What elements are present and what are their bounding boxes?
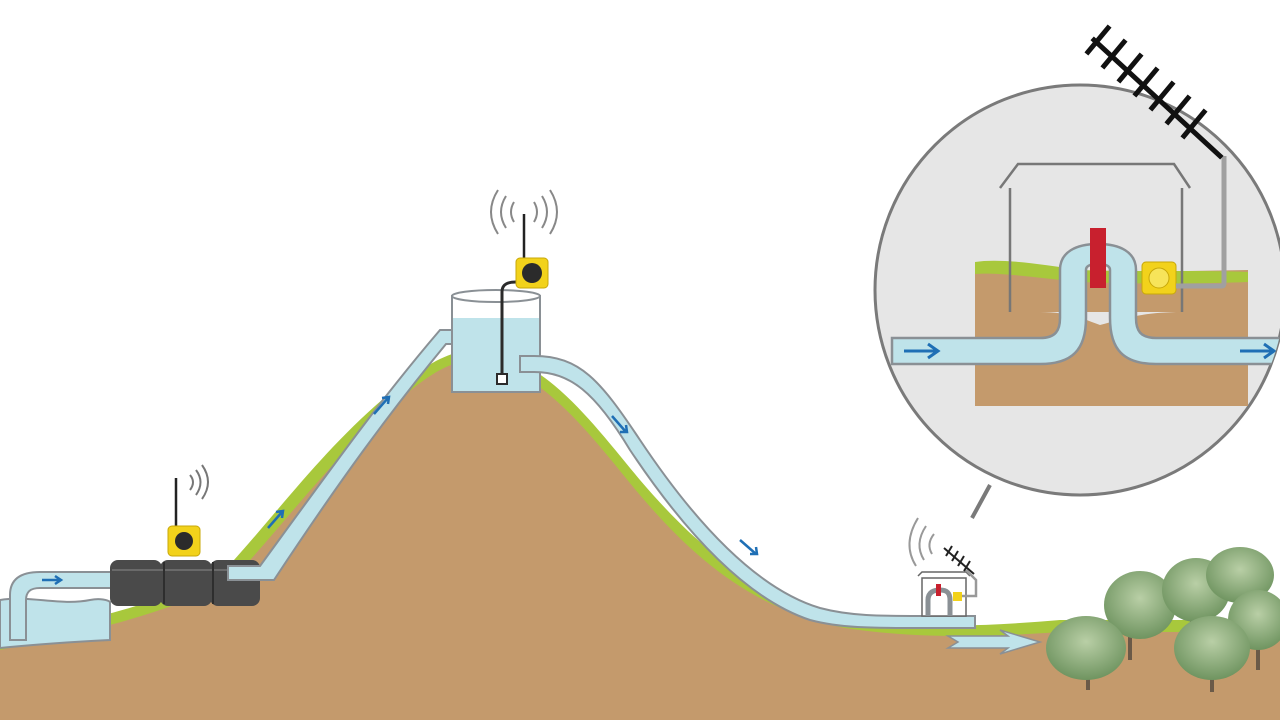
inset-pointer [970,484,992,519]
pump-sensor-icon [167,464,209,557]
tree [1104,571,1176,660]
flow-arrow-icon [904,342,941,360]
flow-arrow-icon [1240,342,1277,360]
valve-detail-inset [873,24,1280,497]
tree [1046,616,1126,690]
yagi-antenna-icon [943,545,975,575]
flow-arrow-icon [42,574,64,586]
water-intake [0,571,116,650]
flow-arrow-icon [373,395,391,415]
wireless-signal-icon [908,517,935,567]
tree [1174,616,1250,692]
water-tank [451,280,541,393]
orchard-trees-icon [1046,547,1280,692]
flow-arrow-icon [611,415,629,434]
yagi-antenna-icon [1084,24,1224,160]
red-valve [1090,228,1106,288]
wireless-signal-icon [189,464,209,500]
valve-station-icon [908,517,978,617]
flow-arrow-icon [267,509,285,529]
soil [0,360,1280,720]
flow-arrow-icon [739,539,759,556]
tank-sensor-icon [490,189,558,289]
outflow-arrow-icon [945,629,1043,655]
downhill-pipe [519,355,976,629]
wireless-signal-icon [490,189,558,235]
